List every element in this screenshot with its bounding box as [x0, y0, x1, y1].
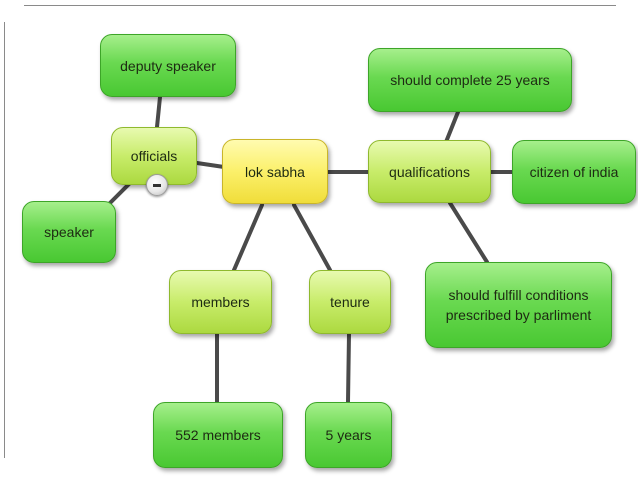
collapse-toggle-icon[interactable]: [146, 174, 168, 196]
connector-tenure: [292, 203, 332, 272]
slide-left-border: [4, 22, 5, 458]
node-qualifications[interactable]: qualifications: [368, 140, 491, 203]
connector-complete-25-years: [444, 110, 460, 144]
node-conditions[interactable]: should fulfill conditions prescribed by …: [425, 262, 612, 348]
connector-conditions: [448, 201, 489, 264]
connector-officials-center: [195, 161, 226, 169]
connector-deputy-speaker: [155, 95, 162, 129]
connector-speaker: [108, 181, 132, 205]
slide-top-border: [24, 5, 616, 6]
node-tenure-years[interactable]: 5 years: [305, 402, 392, 468]
node-citizen-of-india[interactable]: citizen of india: [512, 140, 636, 204]
node-lok-sabha[interactable]: lok sabha: [222, 139, 328, 204]
node-citizen-of-india-label: citizen of india: [529, 164, 619, 180]
node-officials-label: officials: [130, 148, 178, 164]
node-members[interactable]: members: [169, 270, 272, 334]
node-conditions-label: should fulfill conditions prescribed by …: [445, 287, 592, 323]
node-lok-sabha-label: lok sabha: [245, 163, 305, 180]
node-tenure-label: tenure: [330, 294, 370, 310]
connector-members: [232, 203, 264, 272]
node-members-count-label: 552 members: [175, 427, 261, 443]
node-tenure-years-label: 5 years: [325, 427, 372, 443]
node-members-count[interactable]: 552 members: [153, 402, 283, 468]
node-complete-25-years-label: should complete 25 years: [390, 72, 550, 88]
node-speaker[interactable]: speaker: [22, 201, 116, 263]
node-complete-25-years[interactable]: should complete 25 years: [368, 48, 572, 112]
node-qualifications-label: qualifications: [389, 163, 470, 180]
node-deputy-speaker-label: deputy speaker: [120, 57, 216, 74]
node-tenure[interactable]: tenure: [309, 270, 391, 334]
node-speaker-label: speaker: [44, 224, 94, 240]
node-deputy-speaker[interactable]: deputy speaker: [100, 34, 236, 97]
connector-tenure-years: [346, 332, 351, 404]
minus-icon: [153, 183, 161, 187]
node-members-label: members: [191, 294, 250, 310]
